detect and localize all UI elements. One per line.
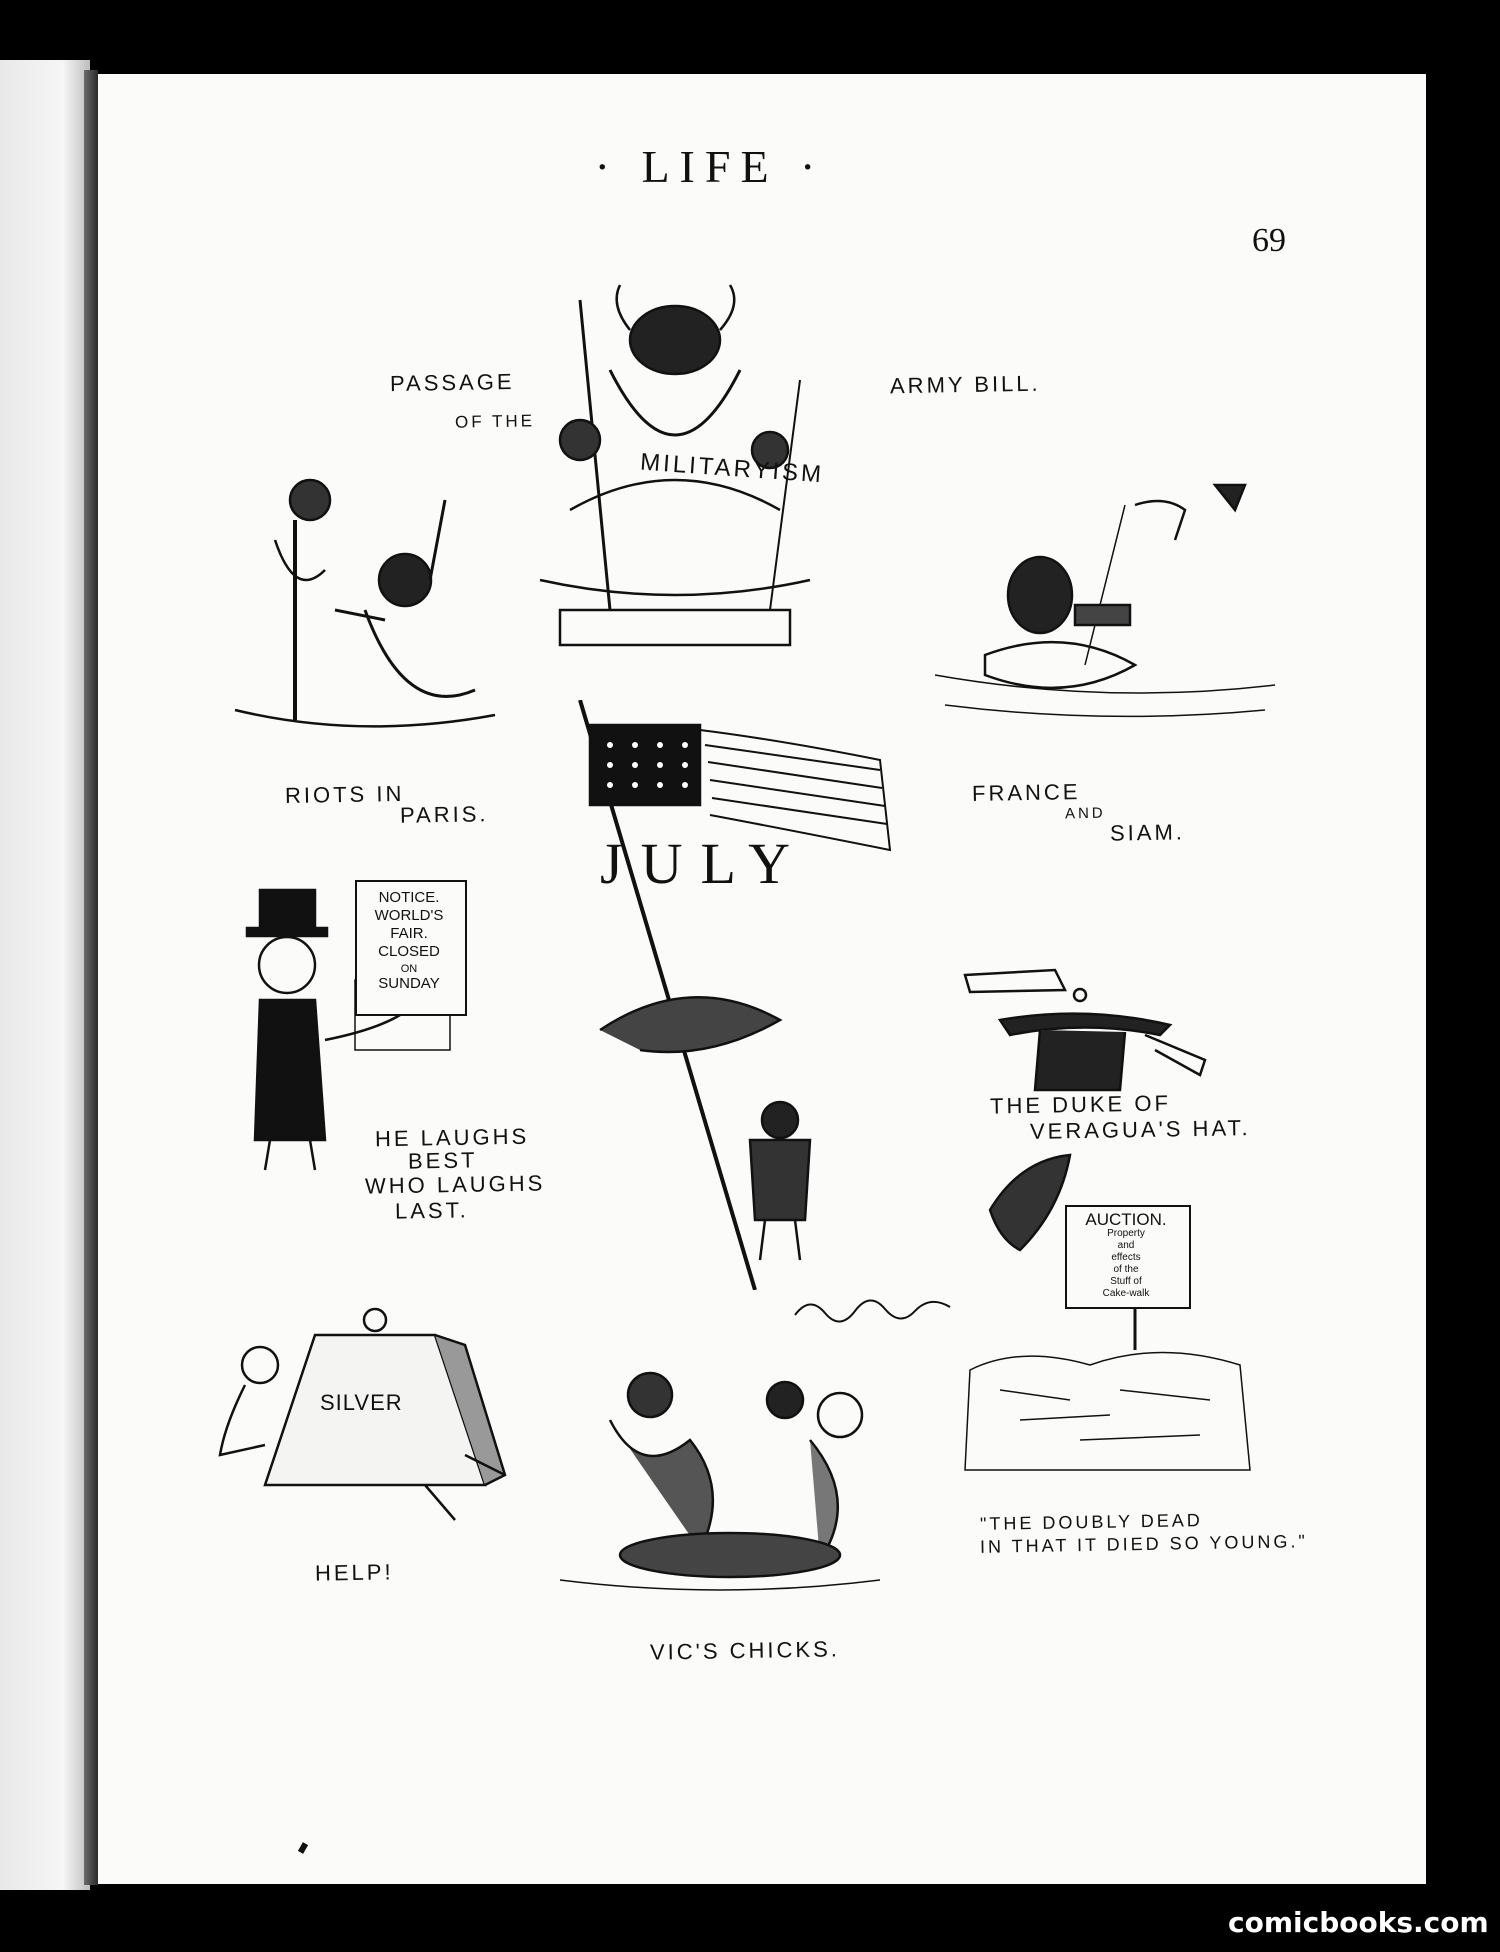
- binding-shadow: [84, 70, 98, 1885]
- caption-of-the: of the: [454, 411, 536, 432]
- caption-last: last.: [394, 1197, 469, 1224]
- sign-line-worlds: World's: [374, 907, 444, 924]
- caption-army-bill: Army Bill.: [889, 370, 1041, 399]
- worlds-fair-illustration: [225, 870, 475, 1180]
- sign-line-closed: Closed: [378, 943, 440, 960]
- caption-vics-chicks: Vic's Chicks.: [649, 1636, 841, 1665]
- vics-chicks-illustration: [540, 1350, 900, 1610]
- auction-sign-line-5: Stuff of: [1110, 1276, 1142, 1287]
- july-flag-illustration: [560, 700, 940, 1290]
- caption-paris: Paris.: [399, 801, 489, 828]
- auction-sign: [1065, 1205, 1191, 1309]
- caption-passage: Passage: [389, 368, 515, 397]
- left-page-edge: [0, 60, 90, 1890]
- july-title: July: [600, 831, 808, 896]
- caption-and: and: [1064, 804, 1106, 823]
- caption-duke-of: The Duke of: [989, 1090, 1172, 1119]
- silver-illustration: [205, 1305, 525, 1525]
- militarism-illustration: [480, 280, 870, 660]
- caption-siam: Siam.: [1109, 819, 1186, 846]
- caption-doubly-dead: "The doubly dead: [979, 1510, 1203, 1534]
- auction-sign-line-1: Property: [1107, 1228, 1145, 1239]
- caption-france: France: [971, 779, 1081, 806]
- masthead: · LIFE ·: [594, 141, 826, 192]
- auction-sign-line-3: effects: [1111, 1252, 1141, 1263]
- magazine-page: [98, 74, 1426, 1884]
- caption-who-laughs: who laughs: [364, 1170, 546, 1199]
- auction-sign-line-4: of the: [1113, 1264, 1139, 1275]
- page-number: 69: [1252, 222, 1286, 259]
- caption-help: Help!: [314, 1559, 394, 1586]
- silver-weight-label: SILVER: [320, 1390, 403, 1415]
- worlds-fair-sign: [355, 880, 467, 1016]
- sign-line-fair: Fair.: [390, 925, 428, 942]
- france-siam-illustration: [925, 465, 1285, 735]
- riots-illustration: [215, 460, 505, 750]
- caption-veraguas-hat: Veragua's Hat.: [1029, 1115, 1251, 1144]
- auction-illustration: [960, 1150, 1260, 1500]
- auction-sign-line-2: and: [1117, 1240, 1135, 1251]
- caption-riots-in: Riots in: [284, 780, 405, 809]
- duke-hat-illustration: [955, 950, 1215, 1100]
- watermark: comicbooks.com: [1228, 1906, 1489, 1939]
- auction-sign-title: Auction.: [1085, 1210, 1167, 1229]
- sign-line-on: on: [400, 963, 418, 975]
- sign-line-notice: Notice.: [378, 889, 440, 906]
- sign-line-sunday: Sunday: [378, 975, 440, 992]
- caption-best: best: [407, 1147, 478, 1174]
- auction-sign-line-6: Cake-walk: [1102, 1288, 1150, 1299]
- artist-signature: [790, 1295, 960, 1323]
